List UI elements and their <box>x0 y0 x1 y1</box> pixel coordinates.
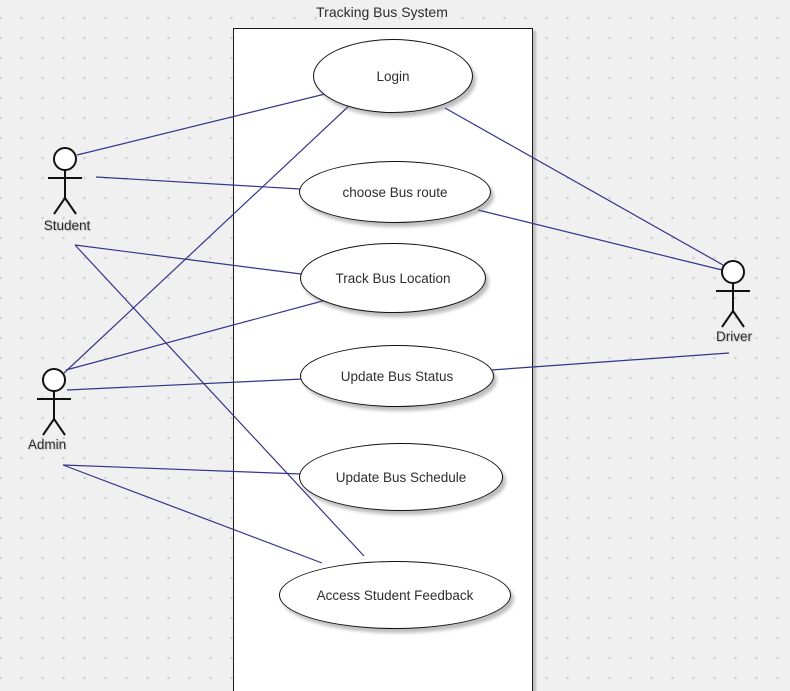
association-student--login[interactable] <box>76 92 330 156</box>
usecase-login-label: Login <box>376 68 410 84</box>
association-student--track-bus-location[interactable] <box>74 244 302 275</box>
actor-admin-right-leg <box>53 418 66 436</box>
actor-label-student: Student <box>43 218 91 233</box>
association-update-bus-status--driver[interactable] <box>490 352 730 371</box>
association-admin--track-bus-location[interactable] <box>65 298 331 371</box>
association-login--driver[interactable] <box>444 107 724 266</box>
actor-student-left-leg <box>53 197 66 215</box>
association-admin--update-bus-schedule[interactable] <box>62 464 302 475</box>
association-student--choose-bus-route[interactable] <box>95 176 301 190</box>
usecase-update-bus-schedule[interactable]: Update Bus Schedule <box>299 443 503 511</box>
usecase-update-bus-schedule-label: Update Bus Schedule <box>335 469 467 485</box>
system-boundary-title: Tracking Bus System <box>316 4 448 20</box>
association-admin--login[interactable] <box>63 103 352 374</box>
actor-admin-left-leg <box>42 418 55 436</box>
actor-student-head <box>53 147 77 171</box>
actor-student-right-leg <box>64 197 77 215</box>
association-admin--access-student-feedback[interactable] <box>62 464 323 564</box>
usecase-access-student-feedback-label: Access Student Feedback <box>316 587 474 603</box>
usecase-track-bus-location[interactable]: Track Bus Location <box>300 243 486 313</box>
usecase-choose-bus-route[interactable]: choose Bus route <box>299 161 491 223</box>
association-admin--update-bus-status[interactable] <box>66 378 304 391</box>
actor-driver-head <box>721 260 745 284</box>
actor-admin-head <box>42 368 66 392</box>
actor-student-figure[interactable] <box>48 147 82 215</box>
actor-driver-right-leg <box>732 310 745 328</box>
usecase-update-bus-status-label: Update Bus Status <box>340 368 454 384</box>
usecase-access-student-feedback[interactable]: Access Student Feedback <box>279 561 511 629</box>
association-choose-bus-route--driver[interactable] <box>477 209 723 271</box>
actor-label-admin: Admin <box>27 437 67 452</box>
usecase-update-bus-status[interactable]: Update Bus Status <box>300 345 494 407</box>
actor-admin-figure[interactable] <box>37 368 71 436</box>
usecase-login[interactable]: Login <box>313 39 473 113</box>
usecase-track-bus-location-label: Track Bus Location <box>335 270 451 286</box>
association-student--access-student-feedback[interactable] <box>74 244 365 557</box>
actor-driver-figure[interactable] <box>716 260 750 328</box>
usecase-choose-bus-route-label: choose Bus route <box>342 184 448 200</box>
actor-driver-left-leg <box>721 310 734 328</box>
actor-label-driver: Driver <box>716 329 752 344</box>
